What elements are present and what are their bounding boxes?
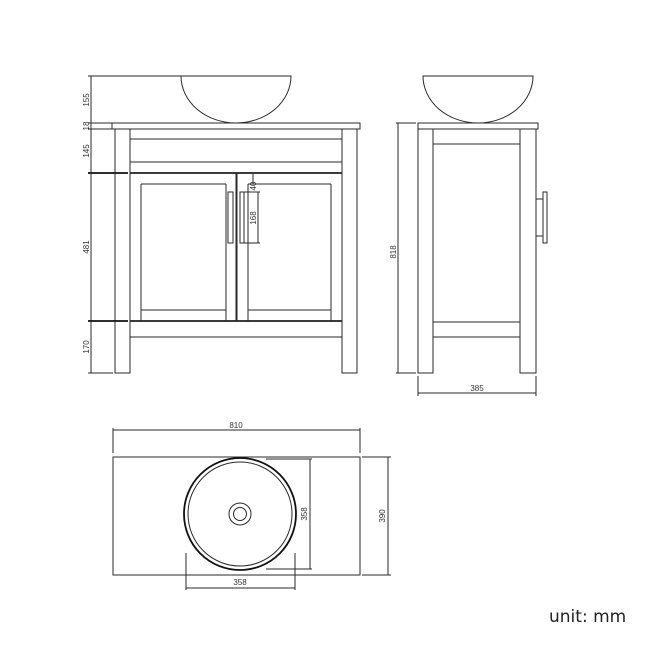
top-countertop — [112, 456, 361, 576]
basin-inner-rim — [187, 461, 293, 567]
front-view: 40 168 155 18 145 481 170 — [82, 75, 361, 374]
top-view: 810 358 390 358 — [112, 421, 391, 590]
front-countertop — [111, 122, 361, 130]
left-door — [129, 172, 237, 322]
dim-handle-offset: 40 — [249, 181, 258, 190]
dim-basin-diameter-vertical: 358 — [300, 507, 309, 521]
front-left-leg — [114, 128, 131, 374]
front-right-leg — [341, 128, 358, 374]
dim-top-thickness: 18 — [82, 121, 91, 130]
unit-label: unit: mm — [549, 607, 627, 627]
front-basin — [180, 75, 292, 124]
dim-basin-height: 155 — [82, 93, 91, 107]
right-door-handle — [239, 191, 245, 244]
drain-outer — [228, 502, 252, 526]
side-basin — [422, 75, 534, 124]
side-view: 818 385 — [389, 75, 548, 396]
dim-depth: 385 — [470, 384, 484, 393]
dim-top-depth: 390 — [378, 509, 387, 523]
side-back-leg — [519, 128, 537, 374]
left-door-handle — [227, 191, 234, 244]
dim-handle-length: 168 — [249, 211, 258, 225]
dim-total-height: 818 — [389, 245, 398, 259]
side-handle — [536, 191, 548, 244]
dim-apron-height: 145 — [82, 144, 91, 158]
basin-outer-rim — [183, 457, 297, 571]
dim-width: 810 — [229, 421, 243, 430]
side-countertop — [417, 122, 539, 130]
drain-inner — [233, 507, 247, 521]
dim-door-height: 481 — [82, 240, 91, 254]
dim-basin-diameter-horizontal: 358 — [233, 578, 247, 587]
right-door — [236, 172, 343, 322]
dim-leg-clearance: 170 — [82, 340, 91, 354]
side-front-leg — [417, 128, 434, 374]
